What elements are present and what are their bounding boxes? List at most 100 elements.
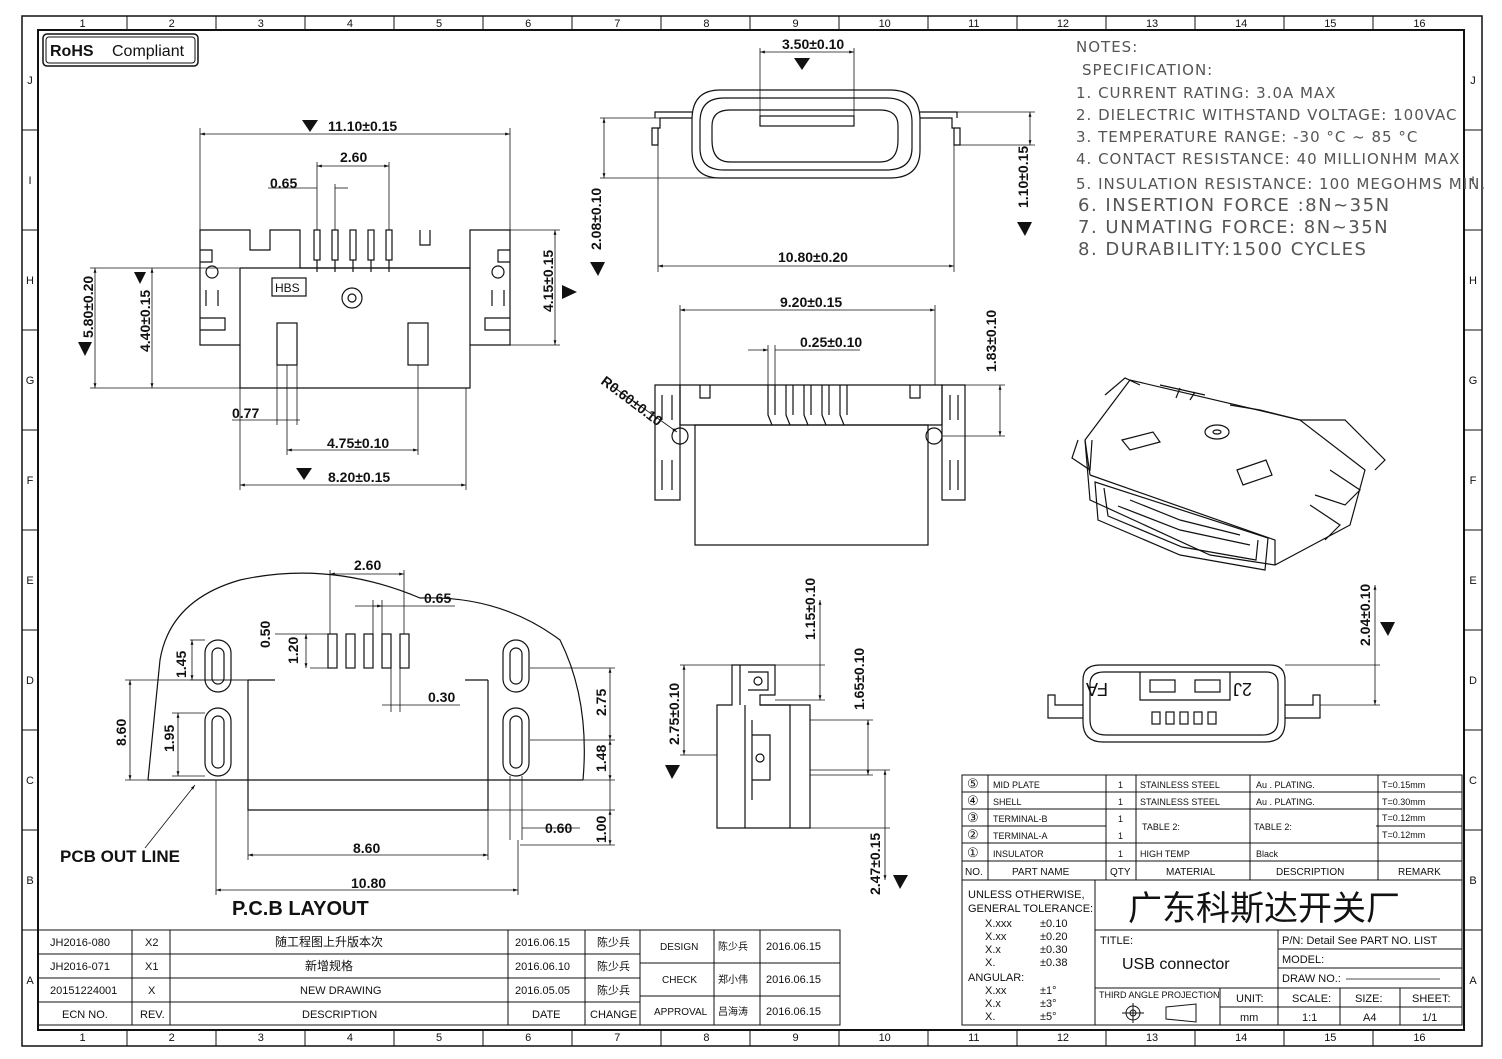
side-view [716, 664, 811, 829]
note-4: 4. CONTACT RESISTANCE: 40 MILLIONHM MAX [1076, 150, 1460, 168]
model-label: MODEL: [1282, 954, 1324, 966]
rev-ecn: JH2016-071 [50, 961, 110, 973]
dim-top-width: 11.10±0.15 [328, 118, 397, 134]
dim-front-110: 1.10±0.15 [1015, 146, 1031, 208]
bom-rows: ⑤ MID PLATE 1 STAINLESS STEEL Au . PLATI… [965, 776, 1441, 878]
border-row-label: F [27, 475, 34, 487]
pcb-dimensions [125, 570, 615, 895]
bom-row-material: STAINLESS STEEL [1140, 797, 1220, 807]
border-row-label: J [1470, 75, 1476, 87]
outer-frame [21, 15, 1483, 1047]
side-view-dim-arrows [665, 765, 908, 889]
bom-header-no: NO. [965, 867, 983, 878]
border-row-label: G [26, 375, 35, 387]
revision-block-grid [37, 929, 841, 1026]
projection-label: THIRD ANGLE PROJECTION [1099, 990, 1220, 1000]
border-col-label: 10 [879, 18, 891, 30]
border-col-label: 2 [169, 18, 175, 30]
top-view-dim-arrows [78, 120, 577, 480]
dim-height-415: 4.15±0.15 [540, 250, 556, 312]
unit-value: mm [1240, 1012, 1258, 1024]
dim-pcb-275: 2.75 [593, 689, 609, 716]
border-col-label: 16 [1413, 1032, 1425, 1044]
border-col-label: 9 [793, 1032, 799, 1044]
border-col-label: 12 [1057, 1032, 1069, 1044]
dim-pcb-195: 1.95 [161, 725, 177, 752]
rev-desc: 随工程图上升版本次 [275, 934, 383, 949]
dim-front-350: 3.50±0.10 [782, 36, 844, 52]
border-row-label: D [26, 675, 34, 687]
border-col-label: 6 [525, 18, 531, 30]
bom-row-part: MID PLATE [993, 780, 1040, 790]
rev-header-ecn: ECN NO. [62, 1009, 108, 1021]
border-col-label: 1 [80, 1032, 86, 1044]
bom-header-desc: DESCRIPTION [1276, 867, 1344, 878]
dim-pin-span: 2.60 [340, 149, 367, 165]
border-col-label: 9 [793, 18, 799, 30]
border-row-label: A [1469, 975, 1477, 987]
bom-row-qty: 1 [1118, 849, 1123, 859]
dim-pcb-120: 1.20 [285, 637, 301, 664]
pcb-oval-pads [204, 639, 530, 777]
rev-header-desc: DESCRIPTION [302, 1009, 377, 1021]
bom-row-no: ⑤ [967, 776, 979, 791]
dim-rear-920: 9.20±0.15 [780, 294, 842, 310]
border-col-label: 14 [1235, 1032, 1247, 1044]
note-5: 5. INSULATION RESISTANCE: 100 MEGOHMS MI… [1076, 175, 1486, 193]
tol-ang-val: ±3° [1040, 998, 1057, 1010]
bom-row-remark: T=0.12mm [1382, 813, 1425, 823]
border-col-label: 5 [436, 18, 442, 30]
tol-ang-val: ±5° [1040, 1011, 1057, 1023]
tol-val: ±0.30 [1040, 944, 1067, 956]
company-name: 广东科斯达开关厂 [1128, 890, 1400, 928]
border-column-labels: 1122334455667788991010111112121313141415… [80, 18, 1426, 1044]
approval-name: 吕海涛 [718, 1005, 748, 1018]
border-row-label: I [28, 175, 31, 187]
rev-code: X2 [145, 937, 158, 949]
rohs-text: Compliant [112, 43, 185, 60]
border-row-label: G [1469, 375, 1478, 387]
rear-view-dimensions [611, 305, 1005, 437]
border-col-label: 1 [80, 18, 86, 30]
border-col-label: 4 [347, 1032, 353, 1044]
bom-row-part: TERMINAL-B [993, 814, 1048, 824]
tol-key: X.xxx [985, 918, 1012, 930]
bom-header-remark: REMARK [1398, 867, 1441, 878]
border-col-label: 15 [1324, 1032, 1336, 1044]
approval-name: 郑小伟 [718, 973, 748, 986]
scale-value: 1:1 [1302, 1012, 1317, 1024]
end-view-dimensions [1285, 585, 1380, 706]
sheet-label: SHEET: [1412, 993, 1451, 1005]
tol-key: X.xx [985, 931, 1007, 943]
border-row-label: E [1469, 575, 1476, 587]
bom-row-remark: T=0.30mm [1382, 797, 1425, 807]
dim-front-1080: 10.80±0.20 [778, 249, 848, 265]
drawing-title: USB connector [1122, 956, 1230, 973]
tol-ang-key: X. [985, 1011, 995, 1023]
border-row-label: J [27, 75, 33, 87]
dim-077: 0.77 [232, 405, 259, 421]
border-col-label: 11 [968, 18, 979, 30]
dim-side-275: 2.75±0.10 [666, 683, 682, 745]
bom-row-no: ③ [967, 810, 979, 825]
dim-rear-183: 1.83±0.10 [983, 310, 999, 372]
dim-pcb-050: 0.50 [257, 621, 273, 648]
border-col-label: 8 [703, 1032, 709, 1044]
border-col-label: 13 [1146, 1032, 1158, 1044]
approval-name: 陈少兵 [718, 940, 748, 953]
bom-row-part: TERMINAL-A [993, 831, 1048, 841]
border-col-label: 7 [614, 18, 620, 30]
border-col-label: 5 [436, 1032, 442, 1044]
end-view-2j-mark: 2J [1233, 679, 1252, 699]
tol-ang-key: X.xx [985, 985, 1007, 997]
rev-change: 陈少兵 [597, 983, 630, 997]
rev-date: 2016.05.05 [515, 985, 570, 997]
rev-code: X [148, 985, 156, 997]
size-value: A4 [1363, 1012, 1376, 1024]
notes-subtitle: SPECIFICATION: [1082, 61, 1213, 79]
front-view-dimensions [600, 48, 1035, 272]
bom-row-desc: Au . PLATING. [1256, 780, 1315, 790]
note-1: 1. CURRENT RATING: 3.0A MAX [1076, 84, 1337, 102]
rev-header-rev: REV. [140, 1009, 165, 1021]
